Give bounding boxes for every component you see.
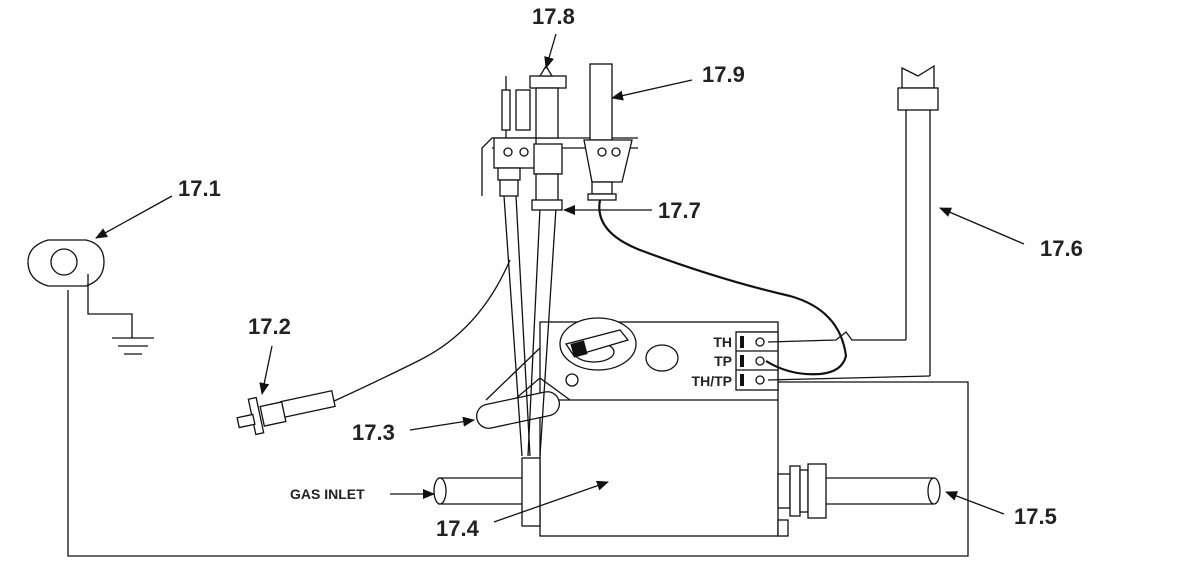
control-knob bbox=[559, 317, 637, 387]
label-17-6: 17.6 bbox=[1040, 236, 1083, 261]
terminal-block bbox=[735, 331, 779, 391]
label-17-1: 17.1 bbox=[178, 176, 221, 201]
thermocouple-connector-17-2 bbox=[236, 389, 336, 436]
flange-part-17-1 bbox=[27, 239, 154, 355]
pressure-port bbox=[645, 344, 679, 372]
label-17-2: 17.2 bbox=[248, 314, 291, 339]
terminal-th-label: TH bbox=[713, 334, 732, 350]
pilot-tubes bbox=[503, 195, 557, 457]
thermopile-wire bbox=[598, 199, 848, 376]
terminal-tp-label: TP bbox=[714, 353, 732, 369]
gas-inlet-label: GAS INLET bbox=[290, 486, 365, 502]
thermostat-wire-17-6 bbox=[767, 64, 939, 381]
manifold-elbow-17-3 bbox=[476, 347, 560, 429]
outlet-pipe bbox=[777, 463, 941, 537]
gas-inlet-pipe bbox=[433, 457, 541, 527]
label-17-8: 17.8 bbox=[532, 4, 575, 29]
label-17-3: 17.3 bbox=[352, 420, 395, 445]
pilot-assembly bbox=[481, 63, 638, 211]
label-17-4: 17.4 bbox=[436, 516, 480, 541]
thermocouple-cable bbox=[331, 259, 511, 403]
callout-arrows bbox=[95, 33, 1025, 523]
label-17-5: 17.5 bbox=[1014, 504, 1057, 529]
label-17-9: 17.9 bbox=[702, 62, 745, 87]
outer-wire-loop bbox=[67, 290, 969, 557]
terminal-thtp-label: TH/TP bbox=[692, 373, 732, 389]
label-17-7: 17.7 bbox=[658, 198, 701, 223]
